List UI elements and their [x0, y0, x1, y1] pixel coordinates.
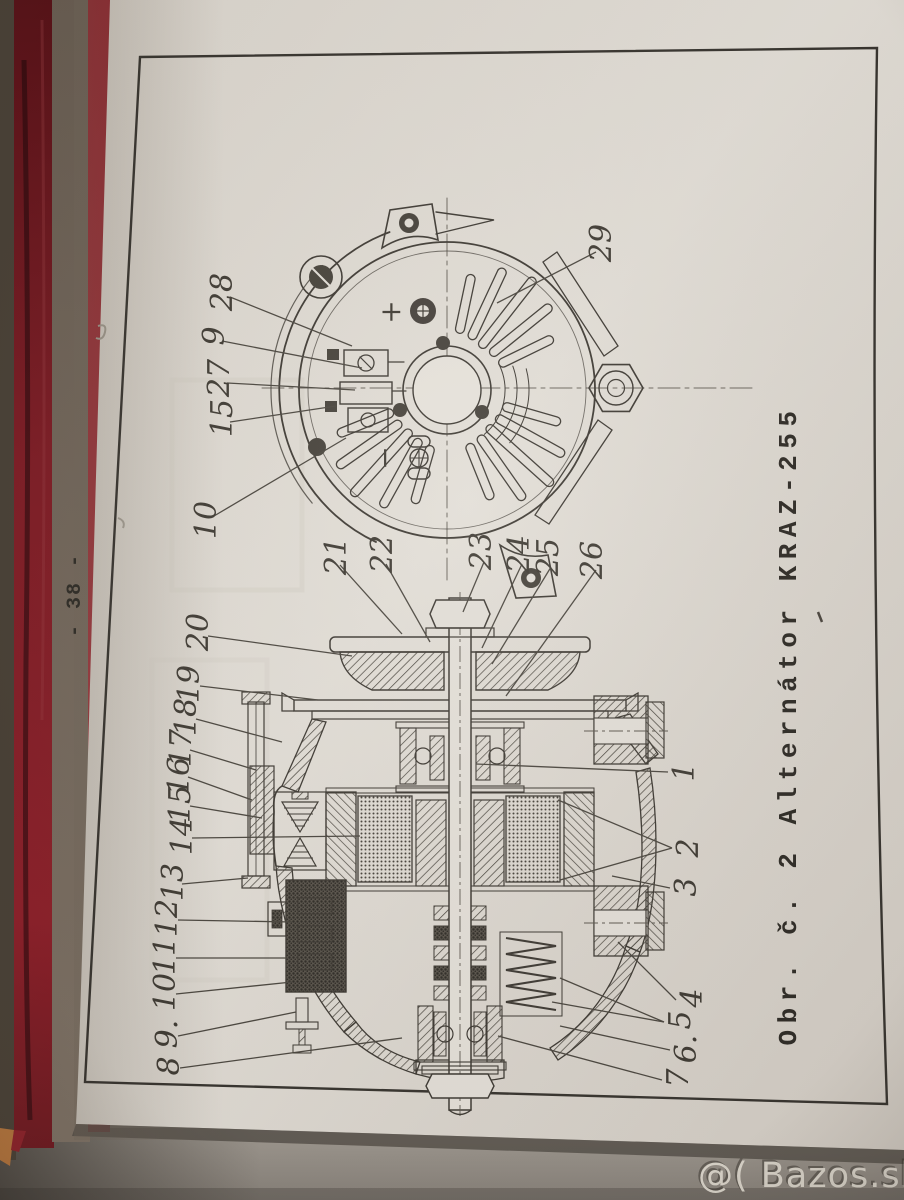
- book-photo-svg: - 38 - Obr. č. 2 Alternátor KRAZ-255: [0, 0, 904, 1200]
- book-page-photo: - 38 - Obr. č. 2 Alternátor KRAZ-255: [0, 0, 904, 1200]
- photo-vignette: [0, 0, 904, 1200]
